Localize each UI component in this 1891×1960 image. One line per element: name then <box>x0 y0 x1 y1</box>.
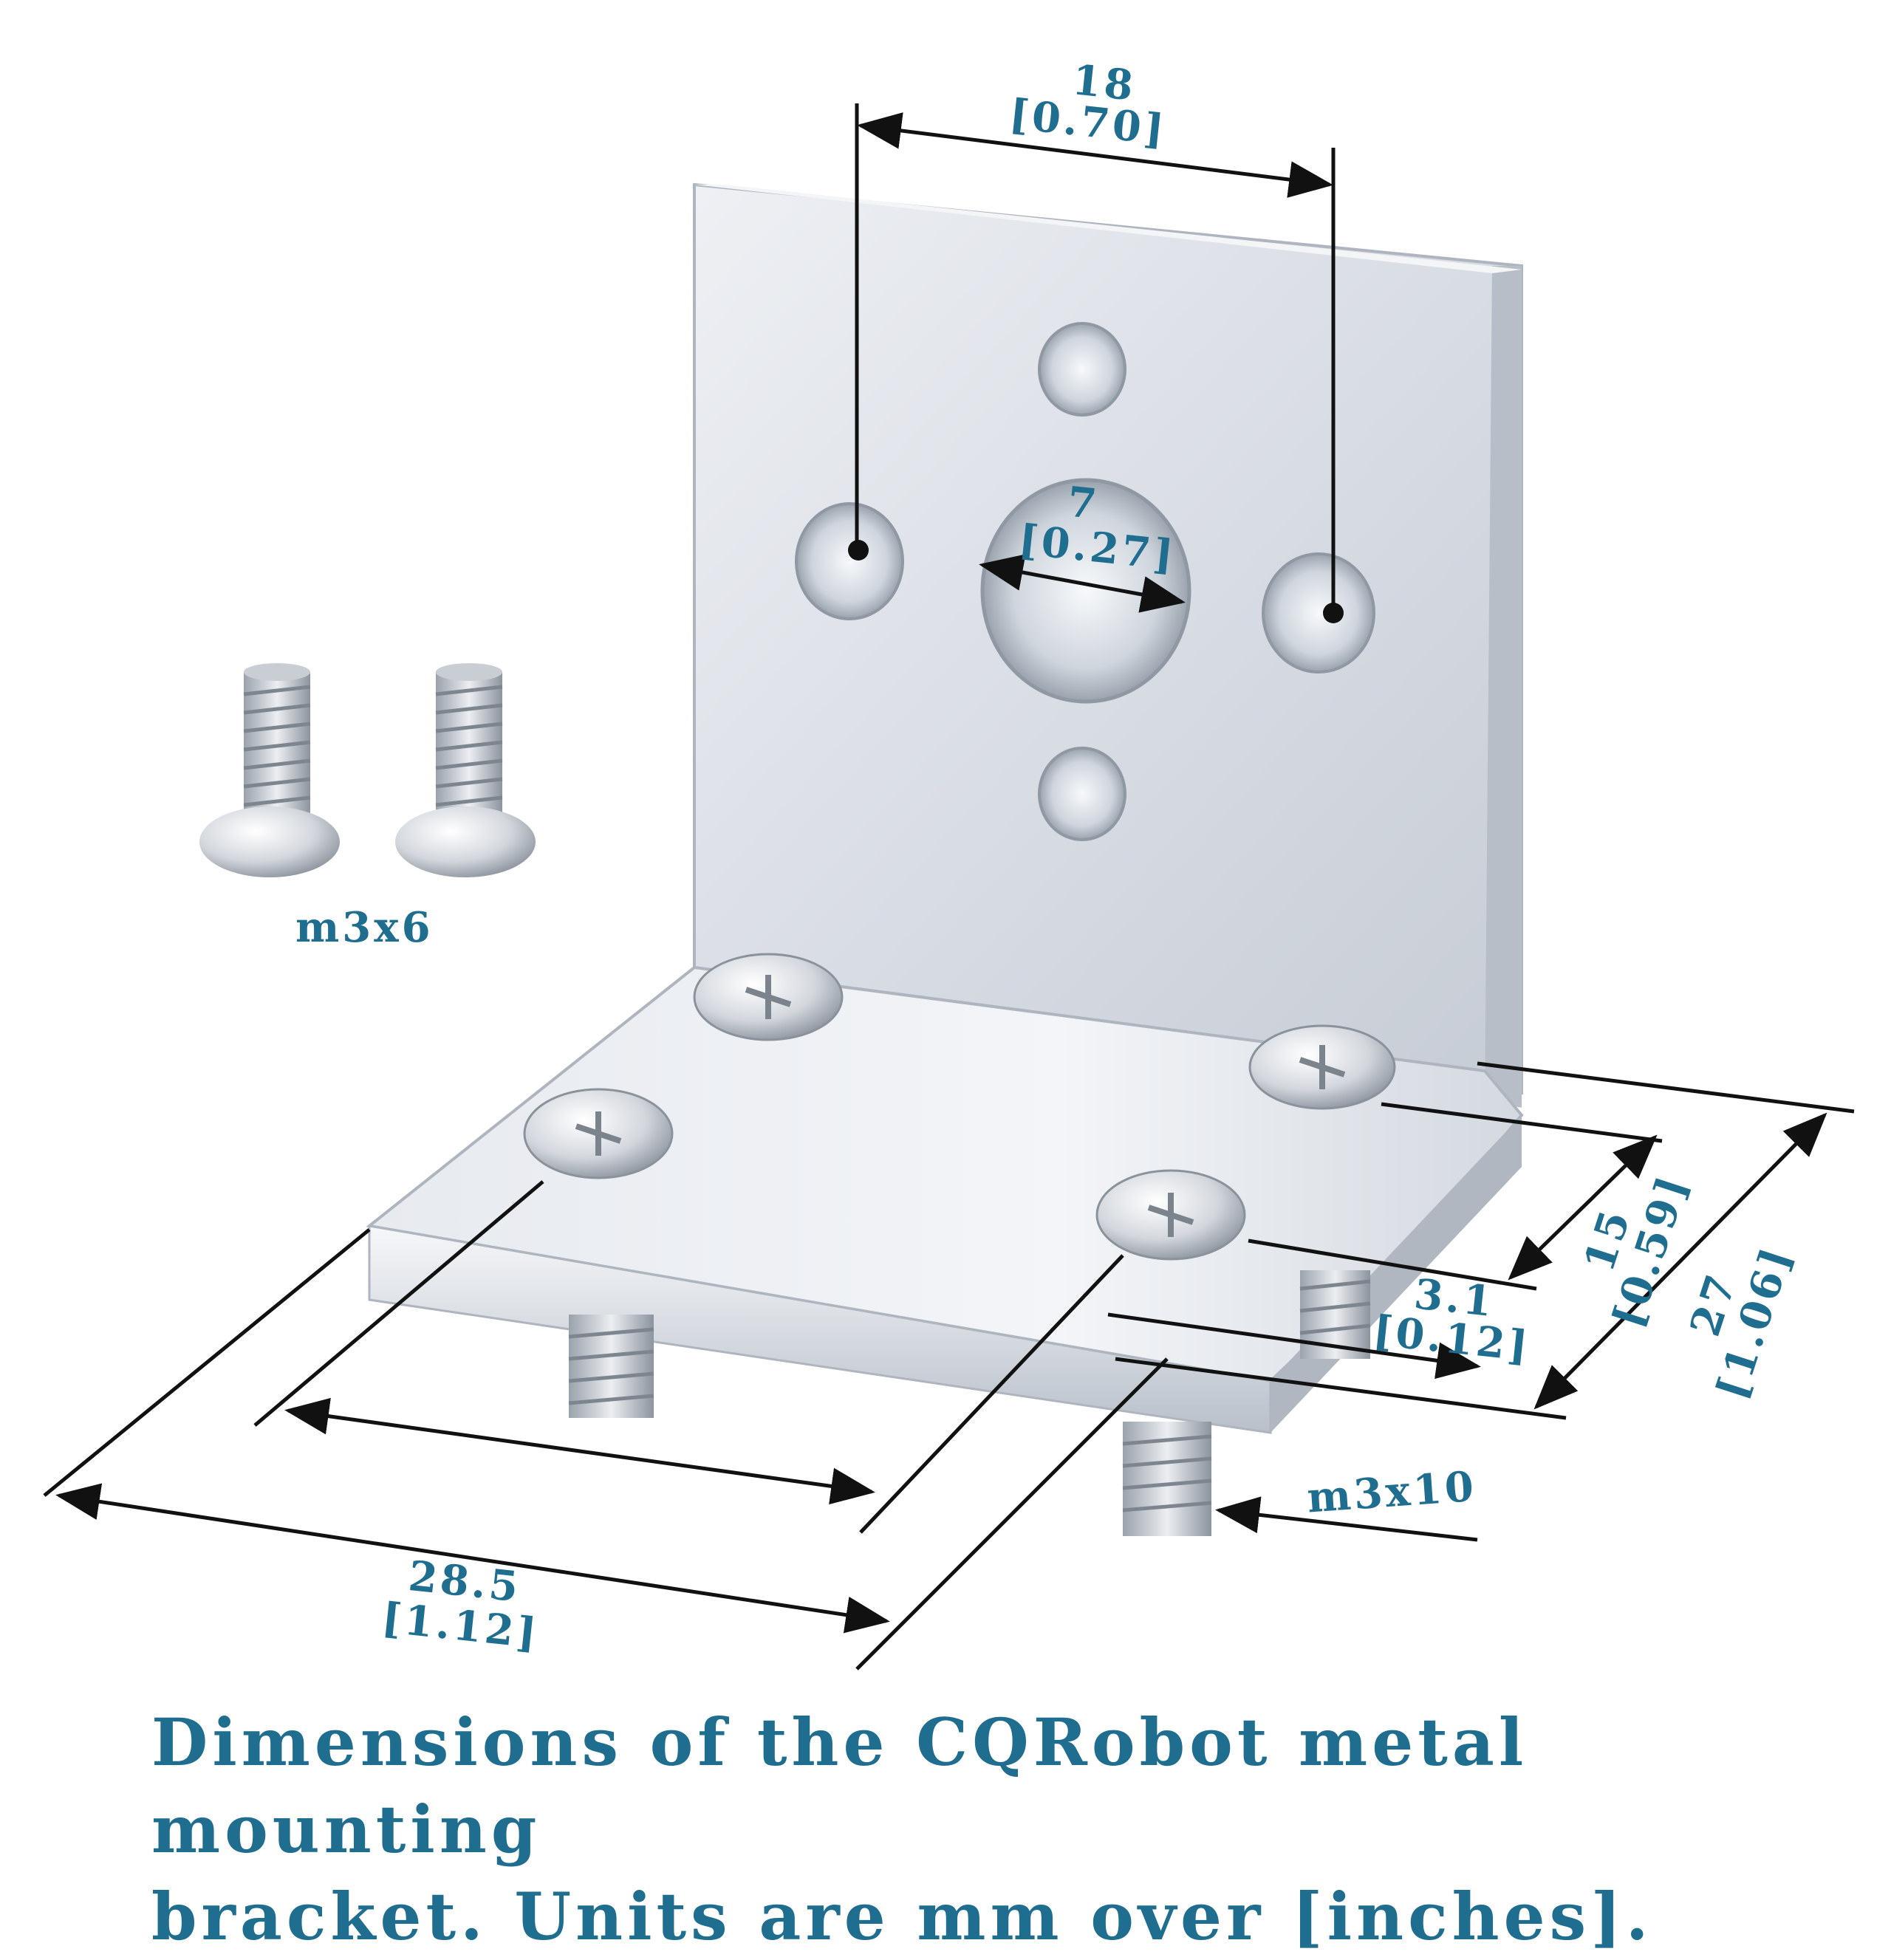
mount-hole-right <box>1262 552 1375 674</box>
loose-screw-1 <box>199 663 340 877</box>
mount-hole-left <box>795 502 904 620</box>
dim-label-7: 7 [0.27] <box>1016 477 1178 580</box>
mounted-screw-label: m3x10 <box>1305 1462 1478 1523</box>
dim-label-15: 15 [0.59] <box>1575 1168 1698 1333</box>
dim-3-1-mm: 3.1 <box>1412 1269 1497 1326</box>
dim-7-mm: 7 <box>1065 477 1102 529</box>
mounted-screw-front-right <box>1095 1169 1246 1536</box>
mounted-screw-back-left <box>693 953 844 1041</box>
dim-label-27: 27 [1.06] <box>1680 1240 1802 1405</box>
figure-caption: Dimensions of the CQRobot metal mounting… <box>151 1699 1850 1960</box>
loose-screw-2 <box>395 663 536 877</box>
dim-label-18: 18 [0.70] <box>1007 55 1169 154</box>
mount-hole-top <box>1038 322 1126 417</box>
dim-18-in: [0.70] <box>1007 89 1169 154</box>
mount-hole-bottom <box>1038 747 1126 841</box>
caption-line-2: bracket. Units are mm over [inches]. <box>151 1878 1653 1955</box>
dim-28-5-mm: 28.5 <box>406 1552 523 1612</box>
dim-3-1-in: [0.12] <box>1371 1306 1533 1371</box>
bracket-vertical-plate <box>693 182 1523 1108</box>
bracket-dimension-drawing: m3x6 <box>43 55 1855 1671</box>
hole-center-dots <box>848 540 1344 623</box>
dim-18-mm: 18 <box>1070 55 1138 111</box>
loose-screw-label: m3x6 <box>295 903 434 952</box>
dimension-lines <box>43 103 1855 1671</box>
mounted-screw-back-right <box>1248 1024 1396 1110</box>
caption-line-1: Dimensions of the CQRobot metal mounting <box>151 1704 1528 1868</box>
dim-label-28-5: 28.5 [1.12] <box>380 1552 541 1658</box>
